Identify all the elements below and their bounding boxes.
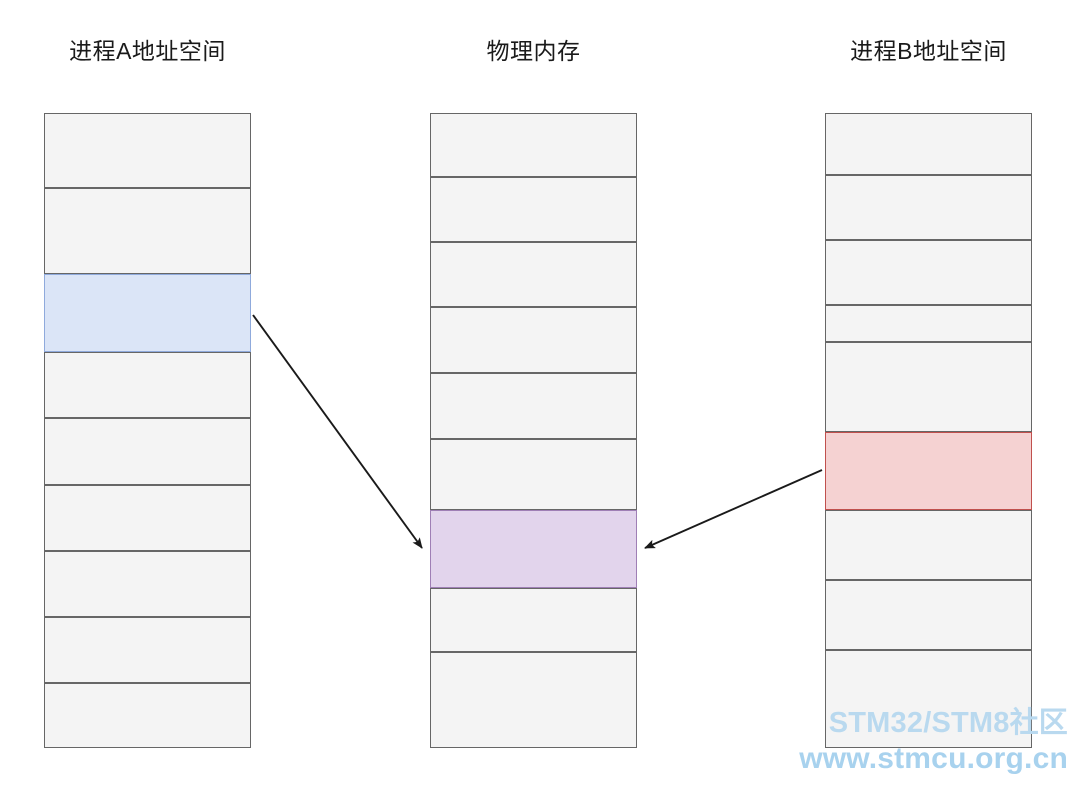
memory-cell[interactable] — [825, 175, 1032, 240]
column-title-process-a: 进程A地址空间 — [69, 38, 226, 64]
memory-cell[interactable] — [430, 307, 637, 373]
memory-cell[interactable] — [44, 188, 251, 274]
memory-cell[interactable] — [44, 617, 251, 683]
memory-cell[interactable] — [430, 588, 637, 652]
memory-cell[interactable] — [44, 113, 251, 188]
memory-cell[interactable] — [44, 683, 251, 748]
memory-cell[interactable] — [44, 418, 251, 485]
memory-cell[interactable] — [825, 650, 1032, 748]
memory-cell[interactable] — [825, 510, 1032, 580]
memory-cell[interactable] — [430, 439, 637, 510]
column-title-process-b: 进程B地址空间 — [850, 38, 1007, 64]
watermark-brand: STM32/STM8社区 — [828, 706, 1068, 739]
memory-cell[interactable] — [430, 177, 637, 242]
memory-cell[interactable] — [825, 305, 1032, 342]
watermark-url: www.stmcu.org.cn — [799, 741, 1068, 775]
memory-cell[interactable] — [825, 342, 1032, 432]
memory-cell[interactable] — [430, 652, 637, 748]
memory-cell-mapped-b[interactable] — [825, 432, 1032, 510]
memory-cell[interactable] — [430, 242, 637, 307]
memory-cell[interactable] — [44, 551, 251, 617]
memory-cell[interactable] — [430, 113, 637, 177]
memory-cell-mapped-a[interactable] — [44, 274, 251, 352]
memory-cell[interactable] — [825, 240, 1032, 305]
column-title-physical-memory: 物理内存 — [486, 38, 581, 64]
memory-cell-shared-frame[interactable] — [430, 510, 637, 588]
memory-cell[interactable] — [44, 352, 251, 418]
memory-cell[interactable] — [430, 373, 637, 439]
memory-cell[interactable] — [825, 113, 1032, 175]
memory-cell[interactable] — [825, 580, 1032, 650]
memory-cell[interactable] — [44, 485, 251, 551]
